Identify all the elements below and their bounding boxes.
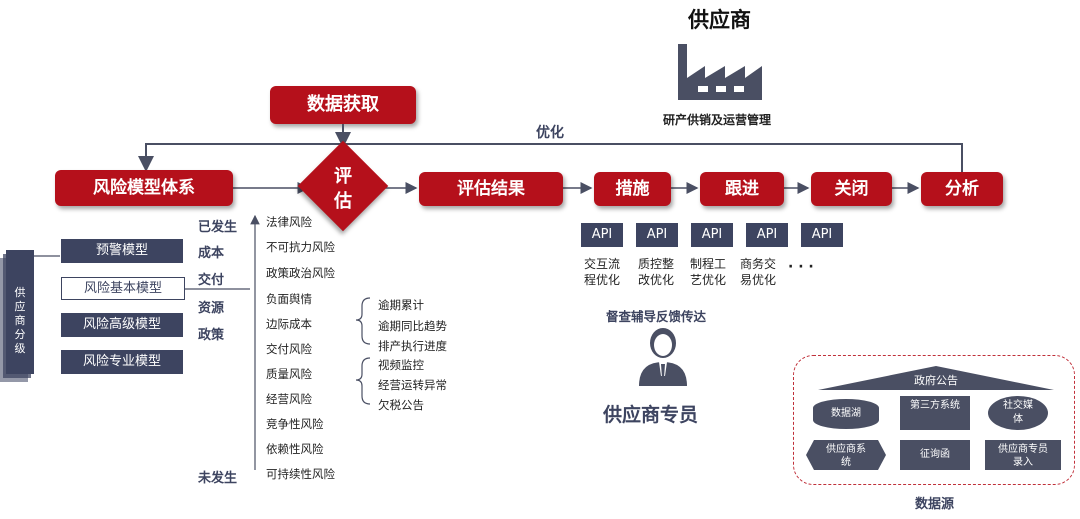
axis-label-not-occurred: 未发生: [198, 471, 238, 486]
note-production-progress: 排产执行进度: [378, 339, 447, 353]
measure-item-1: 交互流程优化: [583, 257, 620, 287]
api-box-4: API: [746, 223, 788, 247]
note-overdue-trend: 逾期同比趋势: [378, 319, 447, 333]
note-tax-arrears: 欠税公告: [378, 398, 424, 412]
model-basic: 风险基本模型: [61, 277, 185, 300]
optimize-label: 优化: [536, 125, 564, 141]
api-box-1: API: [581, 223, 623, 247]
follow-up-box: 跟进: [700, 172, 784, 206]
note-operation-abnormal: 经营运转异常: [378, 378, 447, 392]
risk-item-4: 负面舆情: [266, 292, 312, 306]
ellipsis: · · ·: [788, 259, 814, 275]
measure-item-3: 制程工艺优化: [689, 257, 726, 287]
note-overdue-cumulative: 逾期累计: [378, 298, 424, 312]
eval-result-box: 评估结果: [419, 172, 563, 206]
factory-icon: [678, 44, 762, 100]
measure-item-4: 商务交易优化: [739, 257, 776, 287]
measure-item-2: 质控整改优化: [637, 257, 674, 287]
risk-item-10: 依赖性风险: [266, 442, 324, 456]
axis-label-delivery: 交付: [198, 273, 225, 288]
data-source-social: 社交媒体: [988, 396, 1048, 430]
risk-item-7: 质量风险: [266, 367, 312, 381]
supplier-grading-bar: 供 应 商 分 级: [6, 250, 34, 374]
data-source-inquiry-letter: 征询函: [900, 440, 970, 470]
risk-item-5: 边际成本: [266, 317, 312, 331]
specialist-label: 供应商专员: [603, 404, 699, 426]
axis-label-cost: 成本: [198, 246, 225, 261]
risk-item-11: 可持续性风险: [266, 467, 335, 481]
risk-item-1: 法律风险: [266, 215, 312, 229]
api-box-2: API: [636, 223, 678, 247]
model-warning: 预警模型: [61, 239, 183, 263]
axis-label-policy: 政策: [198, 328, 225, 343]
api-box-3: API: [691, 223, 733, 247]
note-video-monitoring: 视频监控: [378, 358, 424, 372]
data-source-lake: 数据湖: [813, 399, 879, 429]
data-acquisition-box: 数据获取: [270, 86, 416, 124]
api-box-5: API: [801, 223, 843, 247]
risk-model-system-box: 风险模型体系: [55, 170, 233, 206]
supplier-title: 供应商: [688, 8, 751, 32]
model-professional: 风险专业模型: [61, 350, 183, 374]
model-advanced: 风险高级模型: [61, 313, 183, 337]
evaluate-char-1: 评: [334, 166, 352, 187]
supervision-label: 督查辅导反馈传达: [606, 309, 707, 324]
risk-item-3: 政策政治风险: [266, 266, 335, 280]
data-source-specialist-entry: 供应商专员录入: [985, 440, 1061, 470]
close-box: 关闭: [811, 172, 892, 206]
government-roof-icon: [818, 366, 1054, 390]
risk-item-2: 不可抗力风险: [266, 240, 335, 254]
supplier-subtitle: 研产供销及运营管理: [663, 113, 772, 127]
data-source-caption: 数据源: [915, 497, 955, 512]
risk-item-6: 交付风险: [266, 342, 312, 356]
person-icon: [639, 328, 687, 386]
axis-label-resource: 资源: [198, 301, 225, 316]
measures-box: 措施: [594, 172, 671, 206]
data-source-panel: [793, 355, 1075, 485]
axis-label-occurred: 已发生: [198, 220, 238, 235]
evaluate-char-2: 估: [334, 191, 352, 212]
evaluate-diamond: 评 估: [297, 140, 389, 232]
data-source-third-party: 第三方系统: [900, 396, 970, 430]
analysis-box: 分析: [921, 172, 1003, 206]
risk-item-8: 经营风险: [266, 392, 312, 406]
risk-item-9: 竞争性风险: [266, 417, 324, 431]
data-source-supplier-system: 供应商系统: [806, 440, 886, 470]
data-source-top: 政府公告: [914, 374, 958, 387]
